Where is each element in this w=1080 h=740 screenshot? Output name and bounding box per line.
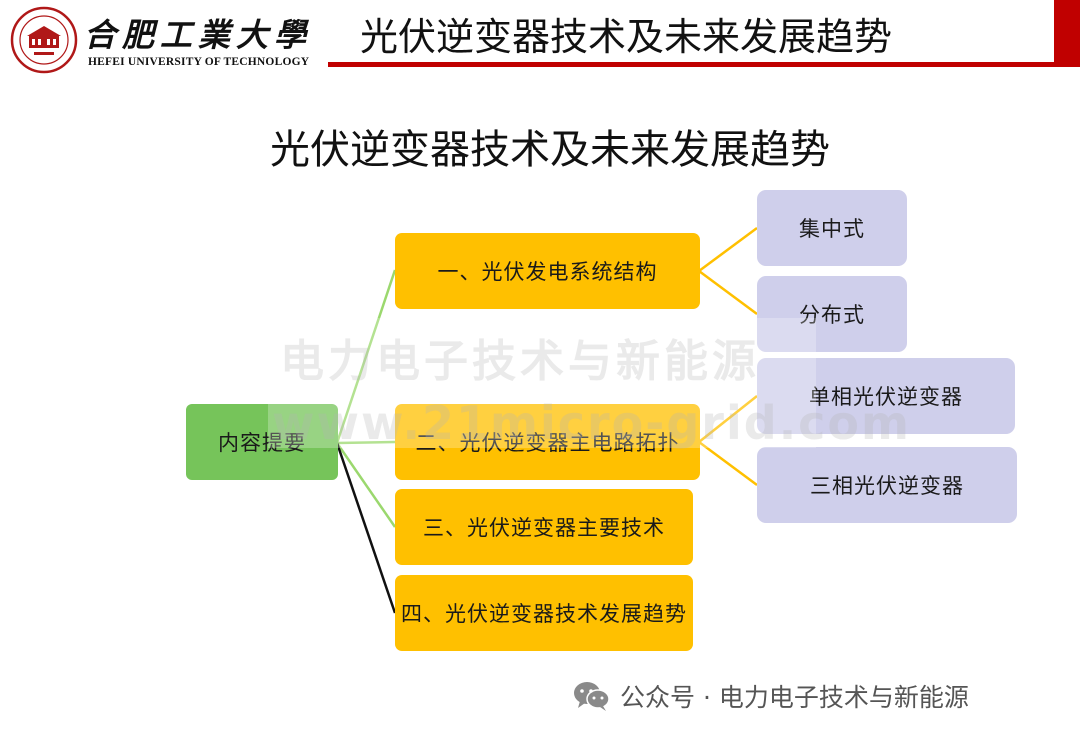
connector-root-branch-2: [336, 440, 396, 445]
connector-branch-1-leaf-1: [698, 226, 758, 273]
connector-root-branch-1: [335, 269, 397, 444]
leaf-node-1-1-label: 集中式: [799, 217, 865, 241]
branch-node-4: 四、光伏逆变器技术发展趋势: [395, 575, 693, 651]
branch-node-2: 二、光伏逆变器主电路拓扑: [395, 404, 700, 480]
connector-root-branch-4: [335, 442, 397, 614]
slide-title: 光伏逆变器技术及未来发展趋势: [270, 127, 830, 173]
branch-node-3-label: 三、光伏逆变器主要技术: [423, 516, 665, 540]
leaf-node-1-2: 分布式: [757, 276, 907, 352]
header-red-bar: [328, 62, 1080, 67]
header-title: 光伏逆变器技术及未来发展趋势: [360, 15, 893, 59]
branch-node-3: 三、光伏逆变器主要技术: [395, 489, 693, 565]
branch-node-4-label: 四、光伏逆变器技术发展趋势: [401, 602, 687, 626]
connector-branch-2-leaf-2: [698, 440, 758, 487]
branch-node-1-label: 一、光伏发电系统结构: [437, 260, 658, 284]
connector-branch-2-leaf-1: [698, 395, 758, 443]
watermark-pane: [268, 318, 816, 448]
header: 合肥工業大學 HEFEI UNIVERSITY OF TECHNOLOGY 光伏…: [0, 0, 1080, 78]
footer-text: 公众号 · 电力电子技术与新能源: [620, 683, 969, 712]
root-node: 内容提要: [186, 404, 338, 480]
university-name-en: HEFEI UNIVERSITY OF TECHNOLOGY: [88, 56, 310, 68]
root-node-label: 内容提要: [218, 431, 306, 455]
connector-branch-1-leaf-2: [698, 269, 758, 316]
leaf-node-2-1-label: 单相光伏逆变器: [809, 385, 963, 409]
connector-root-branch-3: [335, 442, 397, 528]
header-red-corner: [1054, 0, 1080, 62]
leaf-node-2-2-label: 三相光伏逆变器: [810, 474, 964, 498]
footer: 公众号 · 电力电子技术与新能源: [572, 678, 969, 714]
branch-node-2-label: 二、光伏逆变器主电路拓扑: [415, 431, 680, 455]
leaf-node-1-2-label: 分布式: [799, 303, 865, 327]
leaf-node-2-1: 单相光伏逆变器: [757, 358, 1015, 434]
leaf-node-1-1: 集中式: [757, 190, 907, 266]
university-name-cn: 合肥工業大學: [84, 16, 313, 54]
wechat-icon: [574, 682, 610, 711]
branch-node-1: 一、光伏发电系统结构: [395, 233, 700, 309]
leaf-node-2-2: 三相光伏逆变器: [757, 447, 1017, 523]
university-seal-icon: [10, 6, 78, 74]
